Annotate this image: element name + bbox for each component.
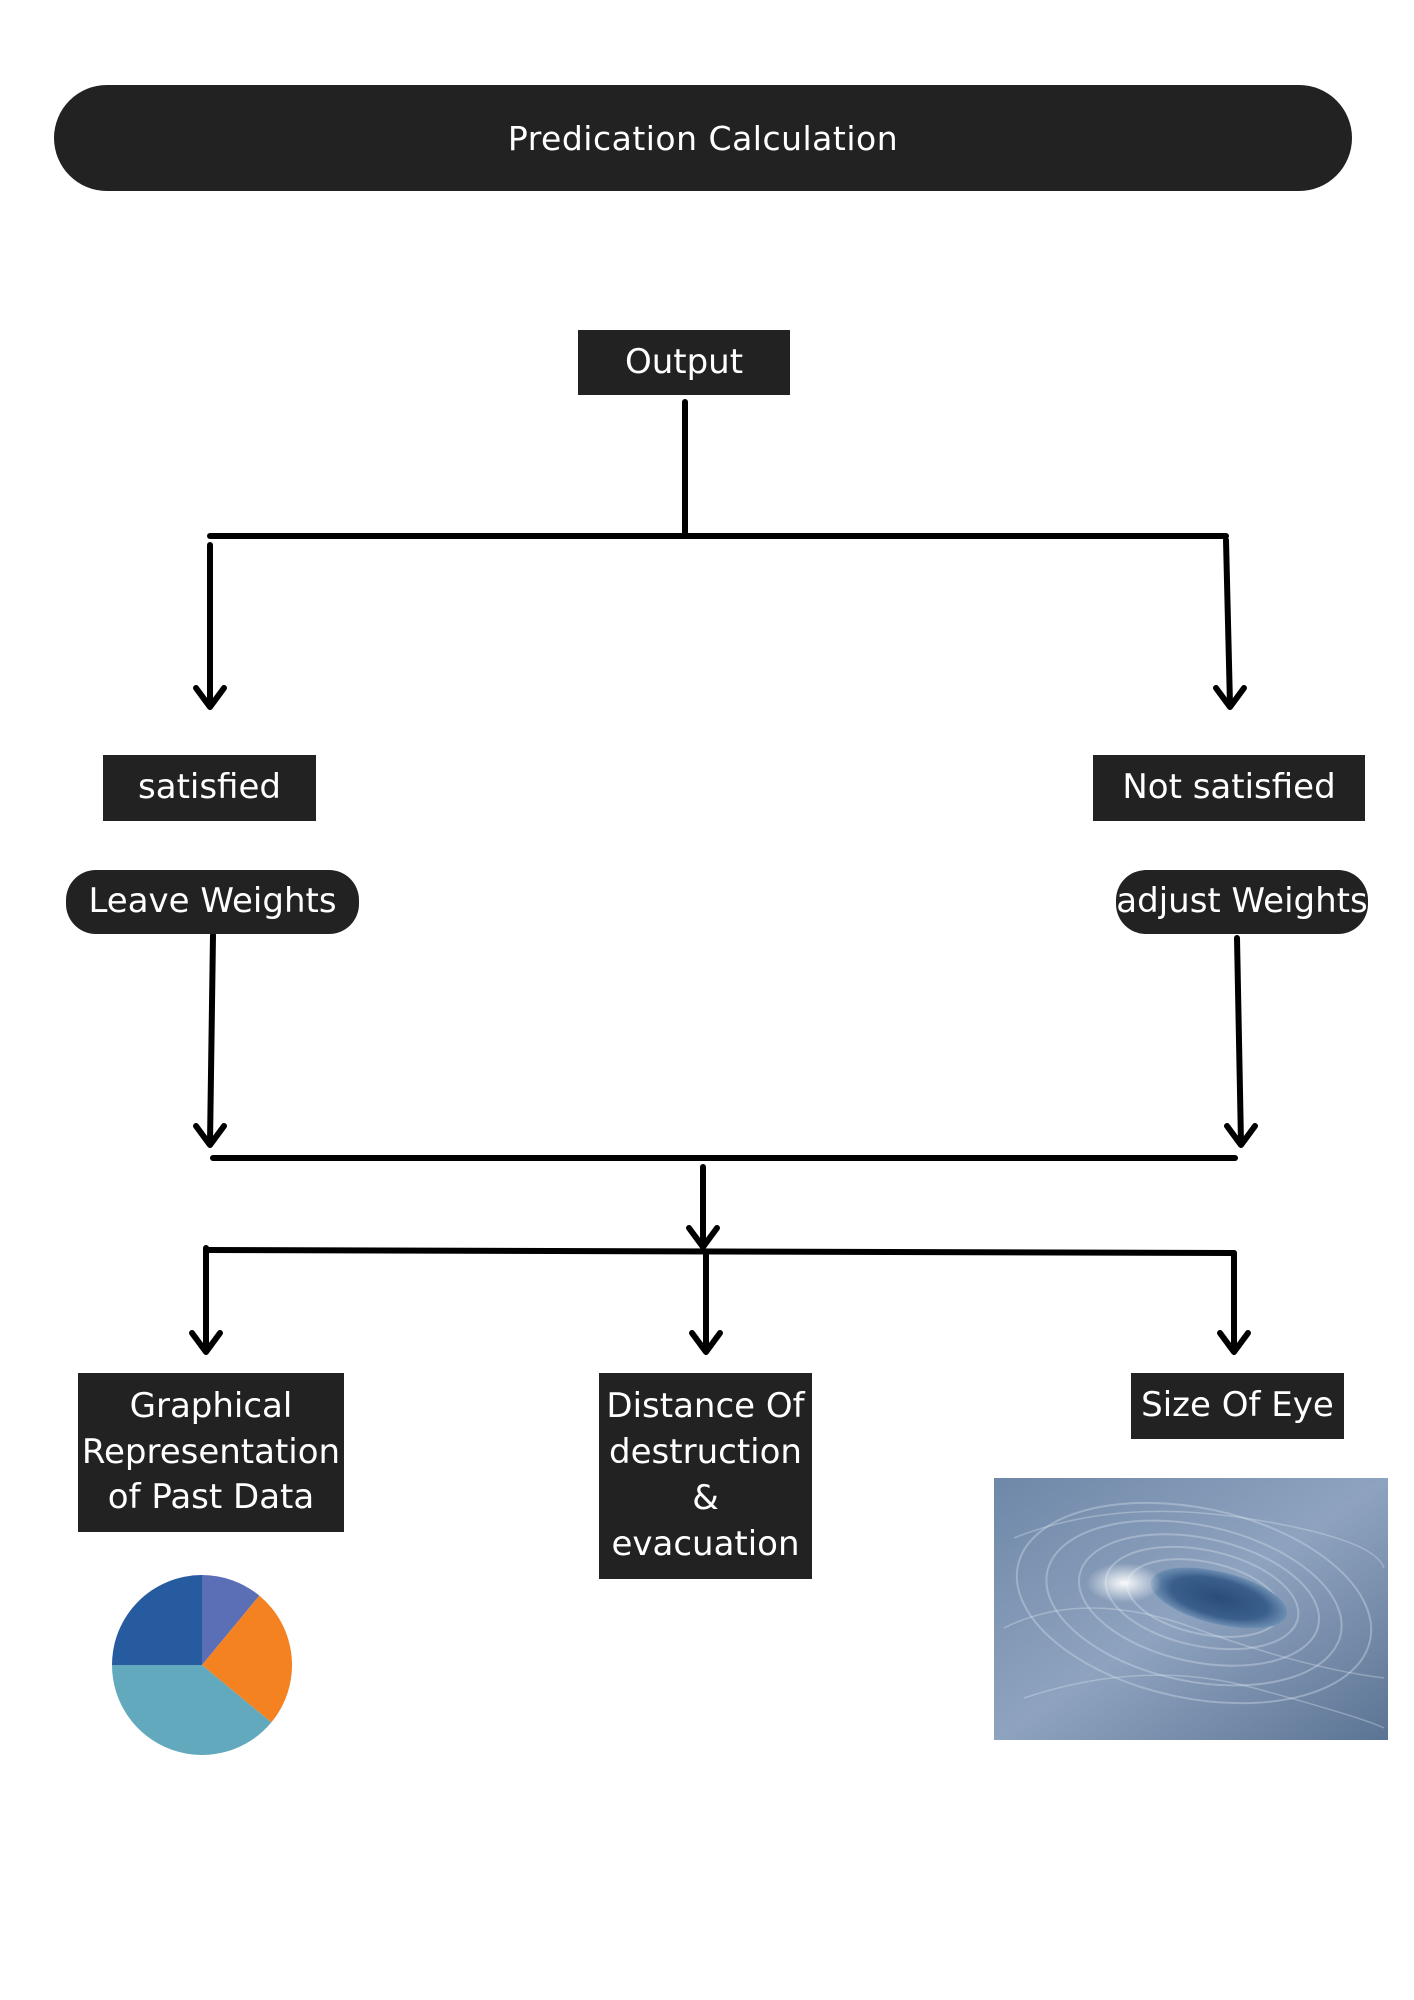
node-graphical-line-3: of Past Data xyxy=(107,1477,315,1518)
connector-adjust-weights-down xyxy=(1234,935,1244,1146)
node-not-satisfied: Not satisfied xyxy=(1093,755,1365,821)
node-size-of-eye-label: Size Of Eye xyxy=(1141,1385,1334,1426)
node-distance-line-3: & xyxy=(692,1478,719,1518)
node-output: Output xyxy=(578,330,790,395)
node-graphical-line-2: Representation xyxy=(81,1431,341,1472)
arrowhead-adjust-weights xyxy=(1224,1123,1258,1148)
node-distance-line-2: destruction xyxy=(609,1432,802,1473)
node-output-label: Output xyxy=(624,341,744,382)
arrowhead-leave-weights xyxy=(193,1123,227,1148)
node-graphical-representation: Graphical Representation of Past Data xyxy=(78,1373,344,1532)
connector-to-not-satisfied xyxy=(1223,537,1233,708)
pie-slice xyxy=(112,1665,272,1755)
pie-slice xyxy=(202,1575,260,1665)
node-satisfied-label: satisfied xyxy=(138,767,281,808)
page-title-text: Predication Calculation xyxy=(507,118,899,158)
node-distance-line-1: Distance Of xyxy=(606,1386,805,1427)
pie-chart-icon xyxy=(112,1575,292,1755)
node-satisfied: satisfied xyxy=(103,755,316,821)
node-distance-line-4: evacuation xyxy=(611,1523,800,1564)
node-distance-destruction: Distance Of destruction & evacuation xyxy=(599,1373,812,1579)
node-not-satisfied-label: Not satisfied xyxy=(1122,767,1336,808)
connector-bottom-branch xyxy=(203,1247,1237,1256)
pie-slice xyxy=(202,1595,292,1723)
node-size-of-eye: Size Of Eye xyxy=(1131,1373,1344,1439)
node-leave-weights: Leave Weights xyxy=(66,870,359,934)
pie-chart-graphic xyxy=(112,1575,292,1755)
arrowhead-merge-stem xyxy=(686,1225,720,1250)
arrowhead-to-size-of-eye xyxy=(1217,1330,1251,1355)
node-graphical-line-1: Graphical xyxy=(129,1385,293,1426)
node-leave-weights-label: Leave Weights xyxy=(88,881,337,922)
pie-slice xyxy=(112,1575,202,1665)
connector-leave-weights-down xyxy=(207,932,216,1146)
hurricane-eye-graphic xyxy=(994,1478,1388,1740)
page-title: Predication Calculation xyxy=(54,85,1352,191)
arrowhead-to-distance xyxy=(689,1330,723,1355)
arrowhead-to-graphical xyxy=(189,1330,223,1355)
arrowhead-to-satisfied xyxy=(193,685,227,710)
node-adjust-weights: adjust Weights xyxy=(1116,870,1368,934)
node-adjust-weights-label: adjust Weights xyxy=(1116,881,1368,922)
hurricane-eye-photo xyxy=(994,1478,1388,1740)
arrowhead-to-not-satisfied xyxy=(1213,685,1247,710)
